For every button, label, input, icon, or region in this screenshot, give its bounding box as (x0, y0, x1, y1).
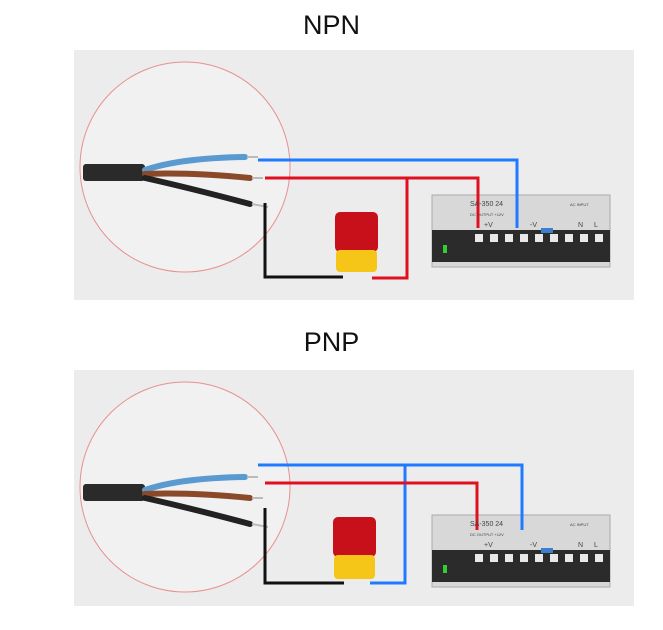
psu-dc-output: DC OUTPUT +12V (470, 212, 504, 217)
psu-plus-v: +V (484, 542, 493, 549)
blue-wire-lamp (370, 465, 407, 585)
blue-wire (258, 158, 519, 228)
red-wire (265, 481, 479, 530)
black-wire (263, 203, 343, 279)
red-wire-lamp (372, 178, 409, 280)
npn-title: NPN (302, 10, 360, 40)
psu-minus-v: -V (530, 222, 537, 229)
blue-wire (258, 463, 524, 530)
warning-lamp-icon (333, 517, 376, 579)
psu-dc-output: DC OUTPUT +12V (470, 532, 504, 537)
npn-panel (74, 50, 634, 300)
pnp-title: PNP (303, 327, 360, 357)
black-wire (263, 508, 344, 585)
sensor-cable (80, 382, 290, 592)
psu-n: N (578, 222, 583, 229)
pnp-panel (74, 370, 634, 606)
psu-plus-v: +V (484, 222, 493, 229)
psu-minus-v: -V (530, 542, 537, 549)
sensor-cable (80, 62, 290, 272)
red-wire (265, 176, 480, 228)
psu-model: SA-350 24 (470, 201, 503, 208)
psu-model: SA-350 24 (470, 521, 503, 528)
warning-lamp-icon (335, 212, 378, 272)
psu-l: L (594, 222, 598, 229)
psu-ac-input: AC INPUT (570, 202, 589, 207)
psu-ac-input: AC INPUT (570, 522, 589, 527)
psu-n: N (578, 542, 583, 549)
psu-l: L (594, 542, 598, 549)
